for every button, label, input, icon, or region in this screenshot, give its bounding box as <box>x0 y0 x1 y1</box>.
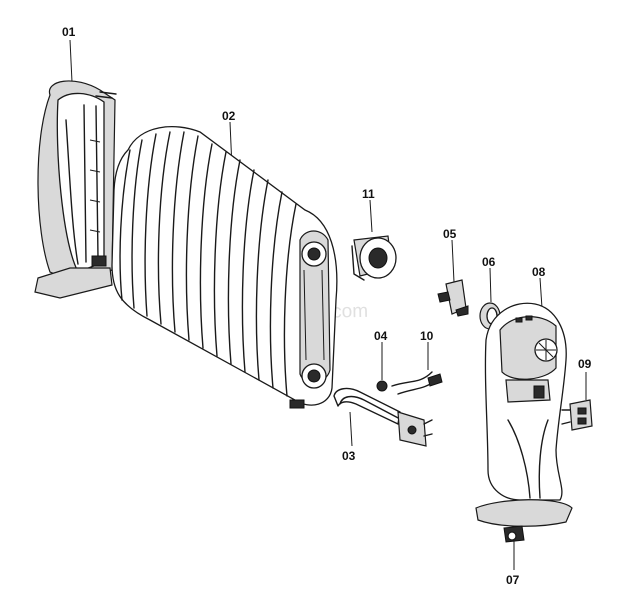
part-08-control-housing <box>475 277 573 527</box>
label-part-07: 07 <box>506 573 520 587</box>
label-part-09: 09 <box>578 357 592 371</box>
label-part-11: 11 <box>362 187 375 201</box>
part-05-switch <box>437 239 469 317</box>
label-part-08: 08 <box>532 265 546 279</box>
label-part-04: 04 <box>374 329 388 343</box>
part-01-left-end-cover <box>34 39 117 299</box>
label-part-05: 05 <box>443 227 457 241</box>
part-11-fan-unit <box>351 199 397 281</box>
part-10-wire-harness <box>391 342 443 395</box>
label-part-10: 10 <box>420 329 434 343</box>
label-part-06: 06 <box>482 255 496 269</box>
label-part-01: 01 <box>62 25 76 39</box>
part-04-screw <box>376 342 388 392</box>
label-part-02: 02 <box>222 109 236 123</box>
part-07-foot-caster <box>503 525 525 570</box>
part-09-thermostat <box>561 372 593 431</box>
part-02-radiator-body <box>111 121 338 409</box>
label-part-03: 03 <box>342 449 356 463</box>
part-03-heating-element <box>333 387 433 447</box>
